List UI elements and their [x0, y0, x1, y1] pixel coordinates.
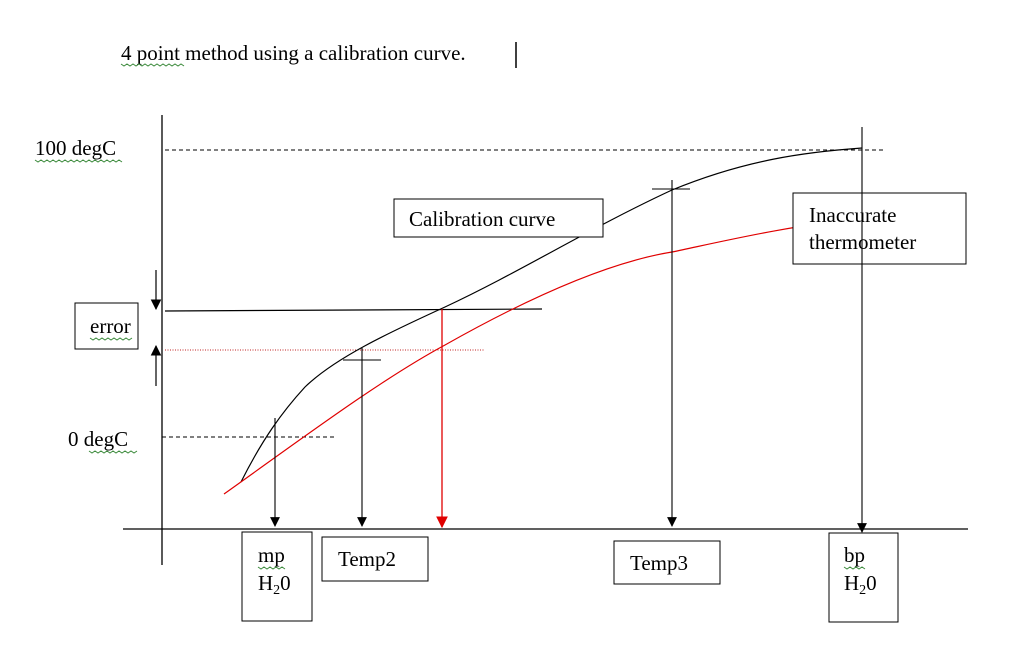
y-label-0: 0 degC	[68, 427, 128, 451]
bp-label-line1: bp	[844, 543, 865, 567]
mp-h: H	[258, 571, 273, 595]
mp-label-line1: mp	[258, 543, 285, 567]
mp-label-line2: H20	[258, 571, 291, 598]
error-line-upper	[164, 308, 543, 312]
error-label-box	[74, 302, 139, 350]
mp-sub: 2	[273, 583, 280, 598]
spellcheck-underline-icon	[89, 337, 133, 341]
bp-o: 0	[866, 571, 877, 595]
inaccurate-thermometer-label-box	[792, 192, 967, 265]
spellcheck-underline-icon	[843, 566, 866, 570]
temp2-label-box	[321, 536, 429, 582]
calibration-curve	[240, 147, 863, 483]
temp3-label-box	[613, 540, 721, 585]
y-label-100: 100 degC	[35, 136, 116, 160]
mp-o: 0	[280, 571, 291, 595]
mp-label-box	[241, 531, 313, 622]
spellcheck-underline-icon	[34, 159, 123, 163]
bp-label-line2: H20	[844, 571, 877, 598]
document-title: 4 point method using a calibration curve…	[121, 41, 466, 65]
spellcheck-underline-icon	[257, 566, 286, 570]
inaccurate-thermometer-label-line2: thermometer	[809, 230, 916, 254]
spellcheck-underline-icon	[88, 450, 138, 454]
bp-label-box	[828, 532, 899, 623]
temp3-label: Temp3	[630, 551, 688, 575]
spellcheck-underline-icon	[120, 63, 185, 67]
bp-h: H	[844, 571, 859, 595]
inaccurate-thermometer-curve	[223, 217, 868, 495]
error-label: error	[90, 314, 131, 338]
calibration-curve-label-box	[393, 198, 604, 238]
calibration-curve-label: Calibration curve	[409, 207, 555, 231]
bp-sub: 2	[859, 583, 866, 598]
temp2-label: Temp2	[338, 547, 396, 571]
inaccurate-thermometer-label-line1: Inaccurate	[809, 203, 896, 227]
